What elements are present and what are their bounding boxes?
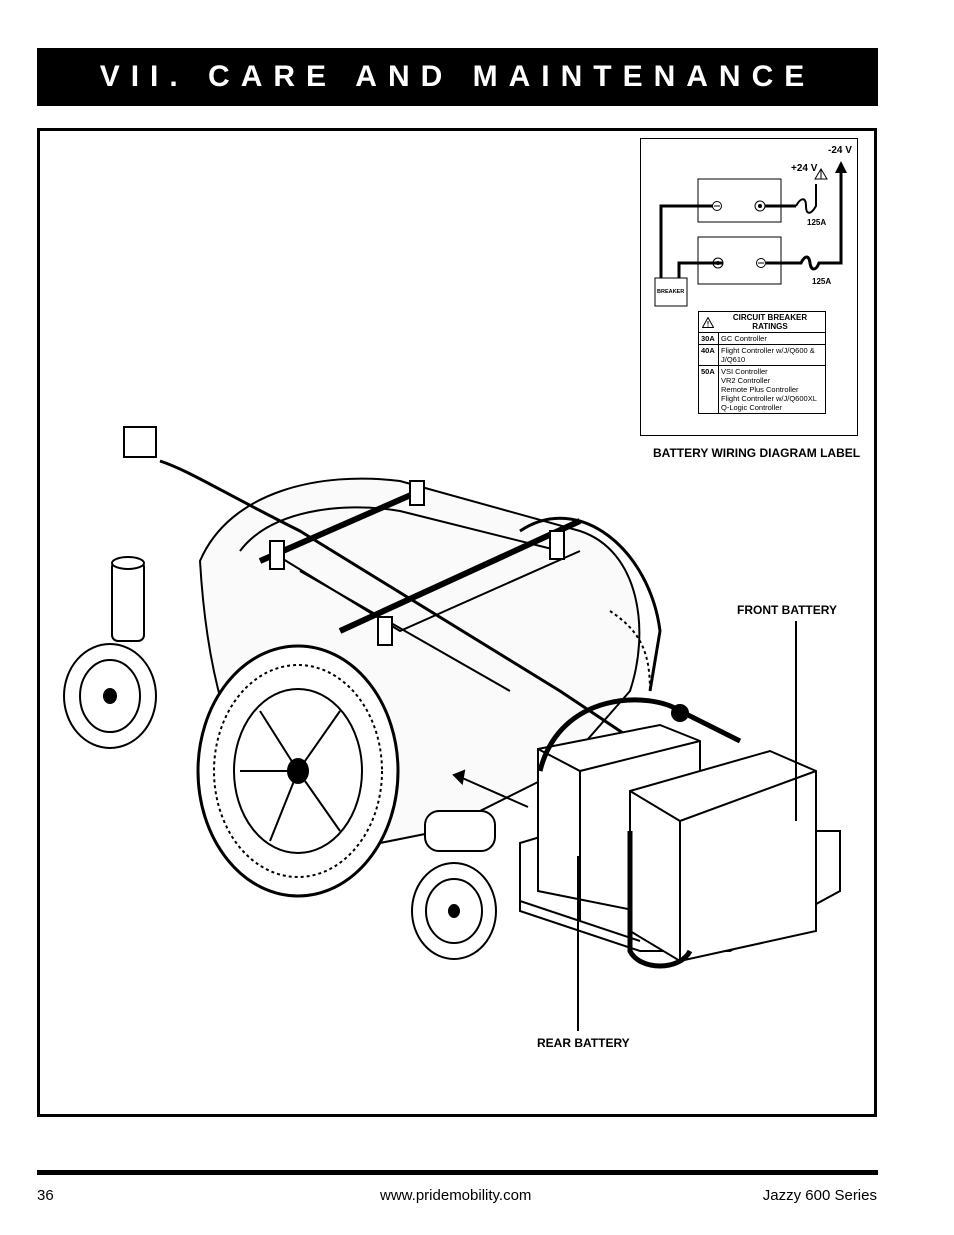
wiring-diagram [654, 161, 847, 307]
rating-controller: GC Controller [721, 334, 767, 343]
series-name: Jazzy 600 Series [762, 1187, 877, 1204]
rating-controller: VSI Controller [721, 367, 768, 376]
figure-frame: -24 V +24 V 125A 125A BREAKER CIRCUIT BR… [37, 128, 877, 1117]
rear-battery-callout: REAR BATTERY [537, 1036, 630, 1050]
section-title: VII. CARE AND MAINTENANCE [99, 60, 816, 93]
rating-controller: Flight Controller w/J/Q600 & [721, 346, 815, 355]
minus-voltage-label: -24 V [828, 145, 852, 156]
rating-controller: VR2 Controller [721, 376, 771, 385]
ratings-title-line-2: RATINGS [752, 322, 788, 331]
rating-controller: Q-Logic Controller [721, 403, 782, 412]
rating-row: 50A VSI Controller VR2 Controller Remote… [698, 365, 826, 414]
rating-controller: Flight Controller w/J/Q600XL [721, 394, 817, 403]
fuse-bottom-label: 125A [812, 277, 832, 286]
wheelchair-illustration [63, 426, 841, 1031]
warning-icon [702, 316, 714, 328]
fuse-top-label: 125A [807, 218, 827, 227]
section-header: VII. CARE AND MAINTENANCE [37, 48, 878, 106]
rating-controller: Remote Plus Controller [721, 385, 799, 394]
label-caption: BATTERY WIRING DIAGRAM LABEL [653, 446, 861, 460]
website-link[interactable]: www.pridemobility.com [380, 1187, 532, 1204]
breaker-label: BREAKER [657, 289, 685, 295]
page-number: 36 [37, 1187, 54, 1204]
rating-controller: J/Q610 [721, 355, 746, 364]
rating-row: 40A Flight Controller w/J/Q600 & J/Q610 [698, 344, 826, 366]
footer-rule [37, 1170, 878, 1175]
battery-wiring-label: -24 V +24 V 125A 125A BREAKER CIRCUIT BR… [640, 138, 858, 436]
ratings-title-line-1: CIRCUIT BREAKER [732, 313, 808, 322]
plus-voltage-label: +24 V [791, 163, 818, 174]
circuit-breaker-ratings: CIRCUIT BREAKER RATINGS 30A GC Controlle… [698, 311, 826, 414]
front-battery-callout: FRONT BATTERY [737, 603, 837, 617]
